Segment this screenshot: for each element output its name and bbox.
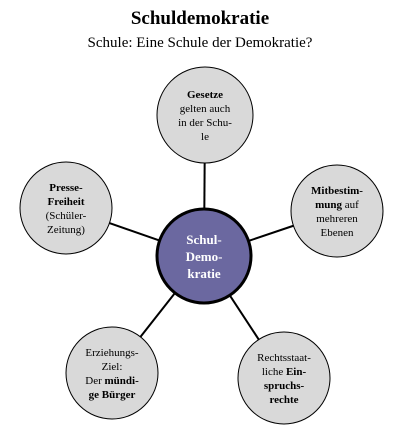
node-label-line: gelten auch <box>180 103 231 115</box>
center-label-line: Schul- <box>186 232 221 247</box>
node-label-segment: Zeitung) <box>47 224 85 236</box>
node-circle-erziehungsziel <box>65 326 159 420</box>
connector-erziehungsziel <box>139 292 176 338</box>
node-label-segment: Mitbestim- <box>311 185 363 197</box>
node-label-line: Gesetze <box>187 89 223 101</box>
node-circle-gesetze <box>156 66 254 164</box>
node-label-line: ge Bürger <box>89 389 136 401</box>
node-label-line: Zeitung) <box>47 224 85 236</box>
node-label-segment: (Schüler- <box>46 210 87 222</box>
center-node: Schul- Demo-kratie <box>155 207 253 305</box>
connector-mitbestimmung <box>248 224 294 242</box>
node-label-line: Presse- <box>49 182 83 194</box>
node-circle-pressefreiheit <box>19 161 113 255</box>
node-label-line: le <box>201 131 209 143</box>
node-label-segment: rechte <box>269 394 298 406</box>
node-erziehungsziel: Erziehungs- Ziel: Der mündi-ge Bürger <box>65 326 159 420</box>
node-label-segment: mündi- <box>105 375 140 387</box>
node-label-line: Ziel: <box>102 361 123 373</box>
node-label-segment: mehreren <box>316 213 358 225</box>
node-label-segment: Ebenen <box>321 227 354 239</box>
node-label-segment: Ziel: <box>102 361 123 373</box>
node-label-segment: Presse- <box>49 182 83 194</box>
node-gesetze: Gesetze gelten auch in der Schu-le <box>156 66 254 164</box>
diagram-subtitle: Schule: Eine Schule der Demokratie? <box>87 35 313 51</box>
node-label-line: rechte <box>269 394 298 406</box>
node-label-line: Erziehungs- <box>85 347 138 359</box>
node-circle-rechtsstaatliche-einspruchsrechte <box>237 331 331 425</box>
node-label-line: Der mündi- <box>85 375 139 387</box>
diagram-title: Schuldemokratie <box>130 8 270 29</box>
node-label-line: Rechtsstaat- <box>257 352 311 364</box>
node-rechtsstaatliche-einspruchsrechte: Rechtsstaat-liche Ein-spruchs-rechte <box>237 331 331 425</box>
connector-rechtsstaatliche-einspruchsrechte <box>228 294 260 341</box>
connectors <box>109 162 294 341</box>
node-label-segment: gelten auch <box>180 103 231 115</box>
node-circle-mitbestimmung <box>290 164 384 258</box>
node-label-segment: ge Bürger <box>89 389 136 401</box>
node-label-line: mehreren <box>316 213 358 225</box>
center-label-line: Demo- <box>186 249 223 264</box>
node-label-segment: mung <box>315 199 342 211</box>
node-label-segment: spruchs- <box>264 380 305 392</box>
node-pressefreiheit: Presse- Freiheit (Schüler- Zeitung) <box>19 161 113 255</box>
node-label-segment: le <box>201 131 209 143</box>
node-label-segment: Freiheit <box>47 196 84 208</box>
center-circle <box>155 207 253 305</box>
node-label-segment: Der <box>85 375 104 387</box>
node-label-line: (Schüler- <box>46 210 87 222</box>
node-label-line: mung auf <box>315 199 359 211</box>
node-label-segment: Rechtsstaat- <box>257 352 311 364</box>
node-label-segment: Ein- <box>286 366 307 378</box>
satellite-nodes: Gesetze gelten auch in der Schu-leMitbesti… <box>19 66 384 425</box>
center-label-line: kratie <box>187 266 220 281</box>
node-label-segment: Erziehungs- <box>85 347 138 359</box>
node-label-line: spruchs- <box>264 380 305 392</box>
node-label-segment: in der Schu- <box>178 117 232 129</box>
node-label-line: Freiheit <box>47 196 84 208</box>
node-label-line: Mitbestim- <box>311 185 363 197</box>
node-label-segment: liche <box>262 366 286 378</box>
node-label-segment: auf <box>342 199 359 211</box>
node-label-line: liche Ein- <box>262 366 307 378</box>
node-label-line: in der Schu- <box>178 117 232 129</box>
node-label-segment: Gesetze <box>187 89 223 101</box>
node-label-line: Ebenen <box>321 227 354 239</box>
connector-pressefreiheit <box>109 222 160 242</box>
